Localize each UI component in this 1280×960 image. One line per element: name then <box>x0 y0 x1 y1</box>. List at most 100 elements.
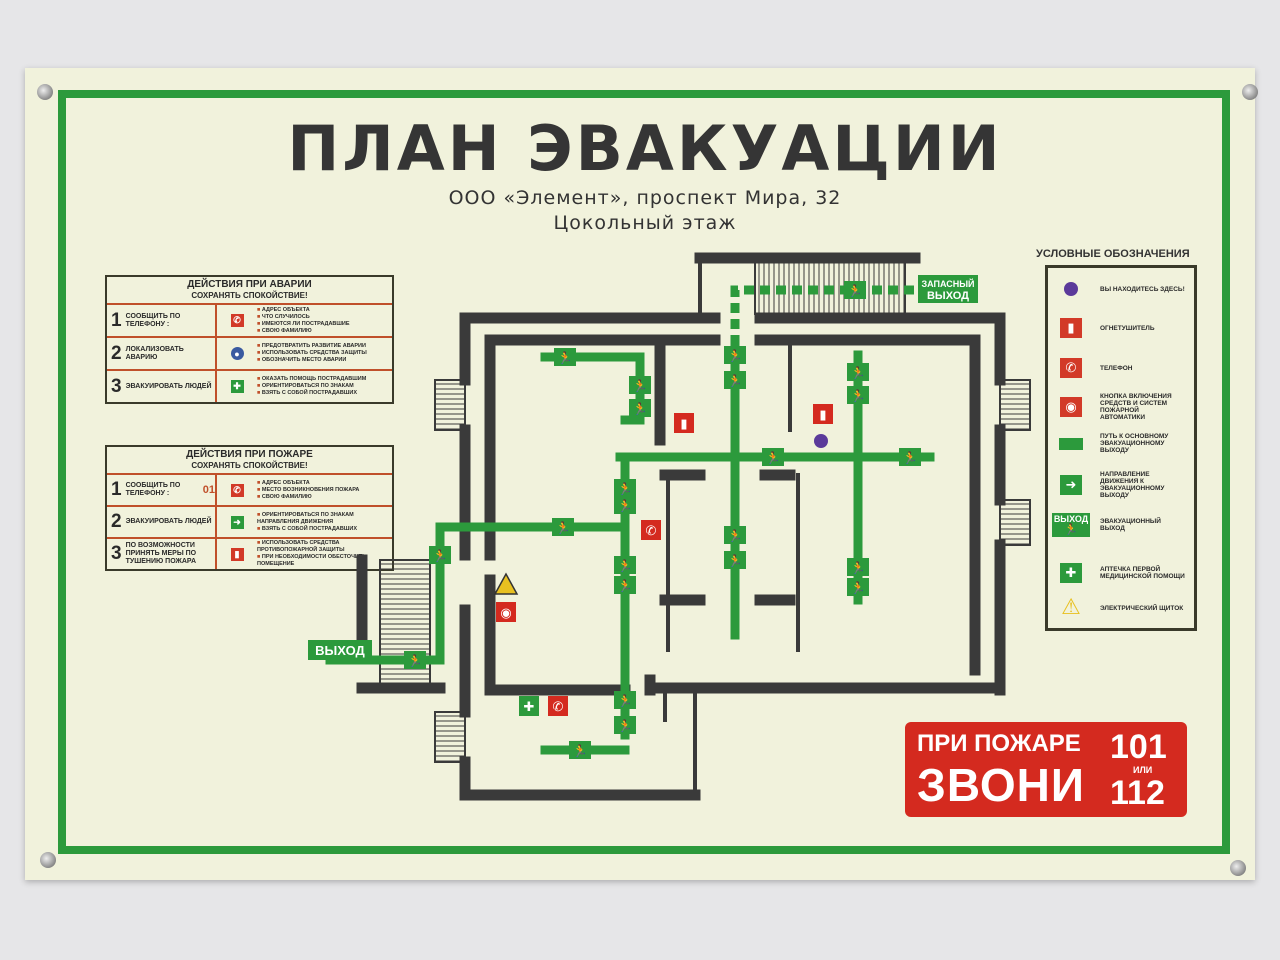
legend-label: АПТЕЧКА ПЕРВОЙ МЕДИЦИНСКОЙ ПОМОЩИ <box>1100 566 1185 580</box>
note: СВОЮ ФАМИЛИЮ <box>257 328 392 335</box>
legend-label: ОГНЕТУШИТЕЛЬ <box>1100 324 1155 332</box>
table-subheading: СОХРАНЯТЬ СПОКОЙСТВИЕ! <box>191 461 308 470</box>
running-man-icon: 🏃 <box>903 451 918 465</box>
call-number-112: 112 <box>1110 774 1165 812</box>
running-man-icon: 🏃 <box>618 499 633 513</box>
exit-sign <box>308 640 372 660</box>
exit-direction-icon <box>724 526 746 544</box>
legend-title: УСЛОВНЫЕ ОБОЗНАЧЕНИЯ <box>1036 248 1190 260</box>
running-man-icon: 🏃 <box>618 559 633 573</box>
step-number: 2 <box>111 342 122 364</box>
running-man-icon: 🏃 <box>728 374 743 388</box>
extinguisher-icon: ▮ <box>1060 318 1082 338</box>
step-number: 1 <box>111 479 122 500</box>
note: ПРЕДОТВРАТИТЬ РАЗВИТИЕ АВАРИИ <box>257 343 392 350</box>
exit-direction-icon <box>762 448 784 466</box>
running-man-icon: 🏃 <box>408 654 423 668</box>
call-line1: ПРИ ПОЖАРЕ <box>917 730 1081 757</box>
note: МЕСТО ВОЗНИКНОВЕНИЯ ПОЖАРА <box>257 487 392 494</box>
emergency-call-banner: ПРИ ПОЖАРЕ ЗВОНИ 101 ИЛИ 112 <box>905 722 1187 817</box>
action-text: ЛОКАЛИЗОВАТЬ АВАРИЮ <box>125 345 184 361</box>
legend-label: НАПРАВЛЕНИЕ ДВИЖЕНИЯ К ЭВАКУАЦИОННОМУ ВЫ… <box>1100 471 1165 499</box>
note: ОРИЕНТИРОВАТЬСЯ ПО ЗНАКАМ <box>257 383 392 390</box>
step-number: 2 <box>111 511 122 532</box>
legend-item: ВЫ НАХОДИТЕСЬ ЗДЕСЬ! <box>1056 282 1185 296</box>
action-text: СООБЩИТЬ ПО ТЕЛЕФОНУ : <box>125 482 181 497</box>
phone-icon: ✆ <box>230 483 244 497</box>
note: ИСПОЛЬЗОВАТЬ СРЕДСТВА ЗАЩИТЫ <box>257 350 392 357</box>
extinguisher-icon: ▮ <box>230 547 244 561</box>
step-number: 3 <box>111 375 122 397</box>
legend-item: ➜НАПРАВЛЕНИЕ ДВИЖЕНИЯ К ЭВАКУАЦИОННОМУ В… <box>1056 471 1185 499</box>
legend-label: ТЕЛЕФОН <box>1100 364 1133 372</box>
phone-icon: ✆ <box>1060 358 1082 378</box>
exit-direction-icon <box>847 558 869 576</box>
note: ИМЕЮТСЯ ЛИ ПОСТРАДАВШИЕ <box>257 321 392 328</box>
running-man-icon: 🏃 <box>573 744 588 758</box>
page-title: ПЛАН ЭВАКУАЦИИ <box>287 112 1003 185</box>
table-heading: ДЕЙСТВИЯ ПРИ ПОЖАРЕ <box>186 449 313 460</box>
legend-item: ПУТЬ К ОСНОВНОМУ ЭВАКУАЦИОННОМУ ВЫХОДУ <box>1056 433 1185 454</box>
exit-direction-icon <box>569 741 591 759</box>
alarm-button-icon <box>496 602 516 622</box>
running-man-icon: 🏃 <box>848 284 863 298</box>
screw <box>40 852 56 868</box>
running-man-icon: 🏃 <box>556 521 571 535</box>
phone-icon <box>641 520 661 540</box>
legend-item: ▮ ОГНЕТУШИТЕЛЬ <box>1056 318 1185 338</box>
fire-phone-number: 01 <box>202 484 215 496</box>
green-border <box>58 90 1230 854</box>
electric-panel-icon <box>493 572 519 595</box>
note: ПРИ НЕОБХОДИМОСТИ ОБЕСТОЧИТЬ ПОМЕЩЕНИЕ <box>257 554 392 568</box>
note: ЧТО СЛУЧИЛОСЬ <box>257 314 392 321</box>
action-text: ПО ВОЗМОЖНОСТИ ПРИНЯТЬ МЕРЫ ПО ТУШЕНИЮ П… <box>125 542 197 565</box>
alarm-button-icon-glyph: ◉ <box>500 606 511 621</box>
legend-label: КНОПКА ВКЛЮЧЕНИЯ СРЕДСТВ И СИСТЕМ ПОЖАРН… <box>1100 393 1172 421</box>
running-man-icon: 🏃 <box>766 451 781 465</box>
legend-label: ЭЛЕКТРИЧЕСКИЙ ЩИТОК <box>1100 604 1184 612</box>
running-man-icon: 🏃 <box>728 554 743 568</box>
extinguisher-icon-glyph: ▮ <box>680 417 687 432</box>
exit-direction-icon: ➜ <box>230 515 244 529</box>
spare-exit-label: ЗАПАСНЫЙ <box>921 278 974 289</box>
exit-direction-icon <box>614 691 636 709</box>
note: ОКАЗАТЬ ПОМОЩЬ ПОСТРАДАВШИМ <box>257 376 392 383</box>
you-are-here-icon <box>1064 282 1078 296</box>
running-man-icon: 🏃 <box>558 351 573 365</box>
table-subheading: СОХРАНЯТЬ СПОКОЙСТВИЕ! <box>191 291 308 300</box>
running-man-icon: 🏃 <box>433 549 448 563</box>
note: ОРИЕНТИРОВАТЬСЯ ПО ЗНАКАМ НАПРАВЛЕНИЯ ДВ… <box>257 512 392 526</box>
running-man-icon: 🏃 <box>633 402 648 416</box>
alarm-button-icon: ◉ <box>1060 397 1082 417</box>
exit-sign-text: ВЫХОД <box>1053 514 1089 524</box>
exit-direction-icon <box>724 551 746 569</box>
exit-direction-icon <box>429 546 451 564</box>
legend-label: ВЫ НАХОДИТЕСЬ ЗДЕСЬ! <box>1100 285 1185 293</box>
step-number: 1 <box>111 309 122 331</box>
call-number-101: 101 <box>1110 728 1167 766</box>
running-man-icon: 🏃 <box>851 561 866 575</box>
exit-direction-icon <box>899 448 921 466</box>
note: СВОЮ ФАМИЛИЮ <box>257 494 392 501</box>
exit-direction-icon <box>614 479 636 497</box>
spare-exit-path <box>730 285 915 345</box>
main-path-icon <box>1059 437 1083 450</box>
you-are-here-icon <box>814 434 828 448</box>
screw <box>1230 860 1246 876</box>
exit-direction-icon <box>614 556 636 574</box>
note: ИСПОЛЬЗОВАТЬ СРЕДСТВА ПРОТИВОПОЖАРНОЙ ЗА… <box>257 540 392 554</box>
exit-direction-icon <box>724 371 746 389</box>
legend: ВЫ НАХОДИТЕСЬ ЗДЕСЬ! ▮ ОГНЕТУШИТЕЛЬ ✆ ТЕЛЕФО… <box>1045 265 1197 631</box>
address: ООО «Элемент», проспект Мира, 32 <box>448 187 842 209</box>
legend-item: ✚АПТЕЧКА ПЕРВОЙ МЕДИЦИНСКОЙ ПОМОЩИ <box>1056 563 1185 583</box>
first-aid-icon <box>519 696 539 716</box>
phone-icon: ✆ <box>230 314 244 327</box>
